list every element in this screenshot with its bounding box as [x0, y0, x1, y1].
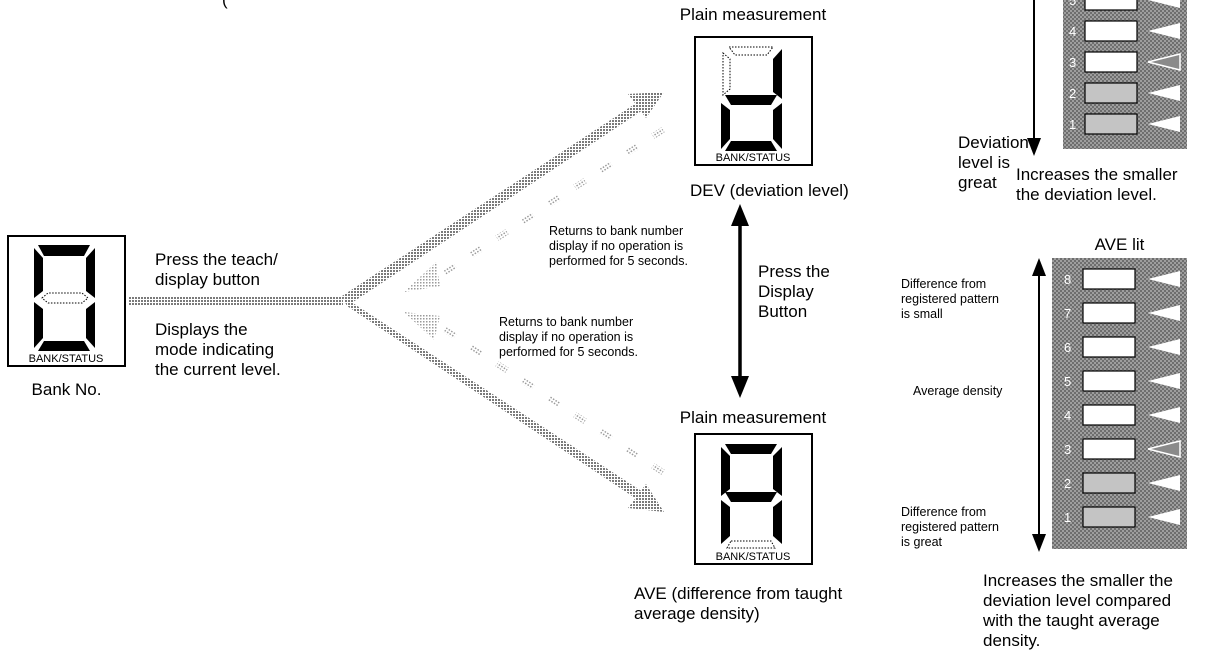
ave-pointer-icon — [1148, 271, 1180, 287]
dev-down-arrowhead — [1027, 138, 1041, 156]
ave-level-row: 2 — [1064, 472, 1180, 494]
seven-segment-ave — [721, 444, 782, 549]
dev-pointer-icon — [1147, 53, 1181, 71]
seven-segment-dev — [721, 46, 782, 151]
seven-segment-eight — [34, 245, 95, 351]
ave-level-row: 7 — [1064, 302, 1180, 324]
ave-pointer-icon — [1148, 475, 1180, 491]
ave-lit-title: AVE lit — [1094, 235, 1145, 254]
ave-pointer-icon — [1148, 305, 1180, 321]
dev-level-row: 1 — [1069, 113, 1180, 135]
dev-level-number: 2 — [1069, 86, 1076, 101]
dev-level-indicator — [1084, 51, 1138, 73]
dev-level-number: 3 — [1069, 55, 1076, 70]
displays-mode-label: Displays the mode indicating the current… — [155, 320, 281, 379]
dev-pointer-icon — [1148, 23, 1180, 39]
diff-great-label: Difference from registered pattern is gr… — [901, 505, 999, 549]
dev-increases-note: Increases the smaller the deviation leve… — [1016, 165, 1178, 204]
ave-level-panel: 8 7 6 5 4 3 2 1 — [1032, 258, 1187, 552]
average-density-label: Average density — [913, 384, 1003, 398]
ave-level-indicator — [1082, 404, 1136, 426]
ave-level-number: 8 — [1064, 272, 1071, 287]
ave-level-indicator — [1082, 268, 1136, 290]
lower-return-arrow — [404, 312, 665, 475]
ave-pointer-icon — [1148, 373, 1180, 389]
ave-level-indicator — [1082, 336, 1136, 358]
ave-display: BANK/STATUS — [694, 433, 813, 565]
ave-down-arrowhead — [1032, 534, 1046, 552]
ave-level-number: 4 — [1064, 408, 1071, 423]
dev-level-row: 5 — [1069, 0, 1180, 11]
ave-level-row: 3 — [1064, 438, 1181, 460]
dev-level-indicator — [1084, 20, 1138, 42]
ave-level-number: 2 — [1064, 476, 1071, 491]
ave-caption: AVE (difference from taught average dens… — [634, 584, 843, 623]
dev-pointer-icon — [1148, 0, 1180, 8]
ave-level-row: 8 — [1064, 268, 1180, 290]
display-button-double-arrow — [731, 204, 749, 398]
returns-note-lower: Returns to bank number display if no ope… — [499, 315, 638, 359]
ave-increases-note: Increases the smaller the deviation leve… — [983, 571, 1173, 650]
ave-level-indicator — [1082, 506, 1136, 528]
ave-pointer-icon — [1148, 509, 1180, 525]
ave-level-row: 1 — [1064, 506, 1180, 528]
press-display-label: Press the Display Button — [758, 262, 830, 321]
dev-level-row: 3 — [1069, 51, 1181, 73]
ave-level-indicator — [1082, 302, 1136, 324]
dev-display-label: BANK/STATUS — [716, 152, 791, 164]
ave-display-label: BANK/STATUS — [716, 551, 791, 563]
ave-level-indicator — [1082, 370, 1136, 392]
ave-level-indicator — [1082, 472, 1136, 494]
returns-note-upper: Returns to bank number display if no ope… — [549, 224, 688, 268]
press-teach-label: Press the teach/ display button — [155, 250, 278, 289]
ave-level-indicator — [1082, 438, 1136, 460]
lower-flow-arrowhead — [628, 484, 664, 512]
lower-flow-branch — [342, 296, 643, 500]
ave-level-row: 6 — [1064, 336, 1180, 358]
dev-level-number: 1 — [1069, 117, 1076, 132]
ave-level-row: 5 — [1064, 370, 1180, 392]
dev-level-indicator — [1084, 0, 1138, 11]
ave-level-number: 3 — [1064, 442, 1071, 457]
dev-level-number: 4 — [1069, 24, 1076, 39]
dev-display: BANK/STATUS — [694, 36, 813, 166]
dev-pointer-icon — [1148, 85, 1180, 101]
top-left-fragment: ( — [222, 0, 228, 10]
diff-small-label: Difference from registered pattern is sm… — [901, 277, 999, 321]
ave-level-number: 1 — [1064, 510, 1071, 525]
bank-number-display: BANK/STATUS — [7, 235, 126, 367]
dev-caption: DEV (deviation level) — [690, 181, 849, 200]
dev-level-indicator — [1084, 113, 1138, 135]
ave-level-row: 4 — [1064, 404, 1180, 426]
dev-level-row: 2 — [1069, 82, 1180, 104]
ave-level-number: 7 — [1064, 306, 1071, 321]
deviation-great-label: Deviation level is great — [958, 133, 1029, 192]
ave-pointer-icon — [1148, 407, 1180, 423]
ave-level-number: 6 — [1064, 340, 1071, 355]
dev-level-number: 5 — [1069, 0, 1076, 8]
upper-return-arrow — [404, 127, 665, 292]
dev-level-panel: 5 4 3 2 1 — [1027, 0, 1187, 156]
main-flow-line — [128, 296, 343, 306]
dev-heading: Plain measurement — [679, 5, 827, 24]
upper-flow-branch — [342, 102, 643, 306]
ave-up-arrowhead — [1032, 258, 1046, 276]
dev-pointer-icon — [1148, 116, 1180, 132]
ave-pointer-icon — [1148, 339, 1180, 355]
dev-level-indicator — [1084, 82, 1138, 104]
ave-pointer-icon — [1147, 440, 1181, 458]
bank-display-label: BANK/STATUS — [29, 353, 104, 365]
upper-flow-arrowhead — [628, 92, 664, 118]
ave-heading: Plain measurement — [679, 408, 827, 427]
bank-number-caption: Bank No. — [31, 380, 102, 399]
ave-level-number: 5 — [1064, 374, 1071, 389]
dev-level-row: 4 — [1069, 20, 1180, 42]
